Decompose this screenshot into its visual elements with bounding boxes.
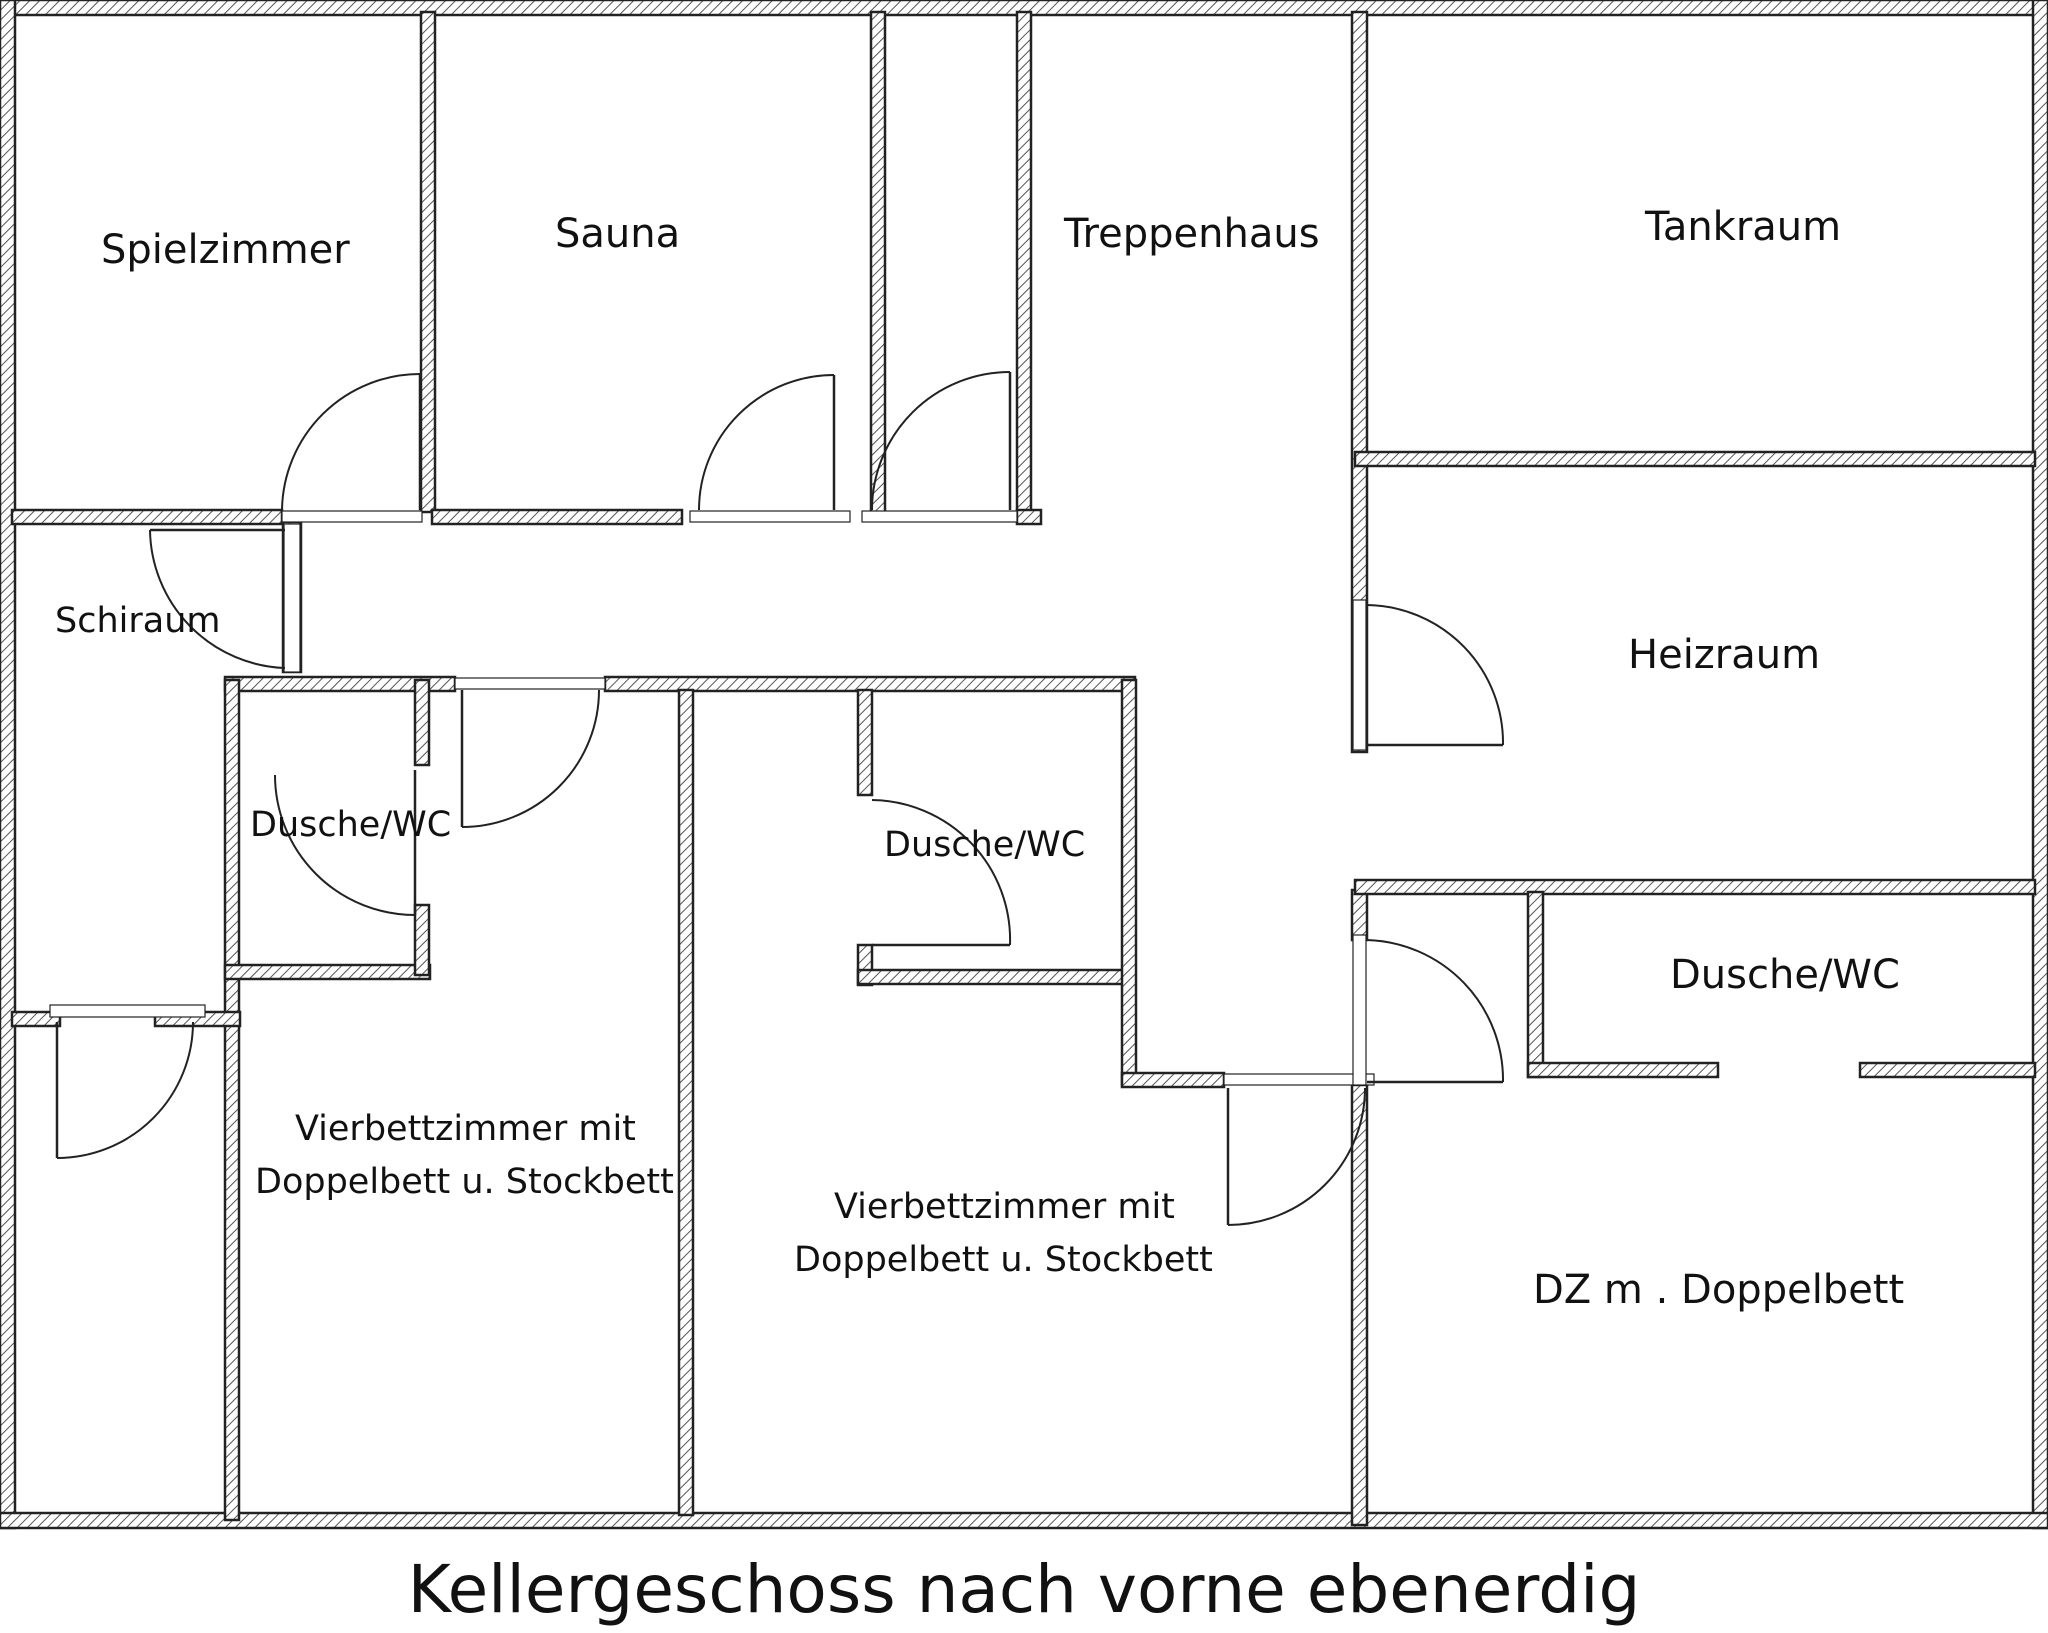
- outer-walls: [0, 0, 2048, 1530]
- wall-treppenhaus-right: [1350, 10, 1369, 754]
- wall-dz-left: [1350, 1083, 1369, 1527]
- wall-schiraum-bottom-left: [10, 1010, 62, 1028]
- wall-right-bath-left: [1526, 890, 1545, 1079]
- wall-right-bath-bottom-left: [1526, 1061, 1720, 1079]
- wall-left-bath-left: [223, 678, 241, 1522]
- plan-title: Kellergeschoss nach vorne ebenerdig: [408, 1551, 1641, 1628]
- wall-closet-treppenhaus: [1015, 10, 1033, 524]
- label-dz: DZ m . Doppelbett: [1533, 1267, 1904, 1313]
- wall-treppenhaus-right-lower: [1350, 888, 1369, 942]
- label-dusche-wc-2: Dusche/WC: [884, 825, 1085, 865]
- door-dusche-wc-1: [274, 770, 417, 916]
- door-sauna: [698, 374, 836, 511]
- door-schiraum-entry: [55, 1021, 194, 1159]
- door-vierbett-1: [460, 689, 600, 828]
- label-vierbett-1-line2: Doppelbett u. Stockbett: [255, 1162, 674, 1202]
- label-spielzimmer: Spielzimmer: [101, 227, 350, 273]
- wall-mid-notch: [1120, 1071, 1226, 1089]
- door-spielzimmer: [281, 373, 422, 511]
- threshold-closet: [861, 510, 1018, 523]
- label-tankraum: Tankraum: [1644, 204, 1841, 250]
- door-schiraum: [149, 528, 286, 669]
- door-dusche-wc-2: [871, 799, 1012, 947]
- doors: [55, 371, 1505, 1226]
- label-vierbett-1-line1: Vierbettzimmer mit: [295, 1109, 636, 1149]
- label-vierbett-2-line1: Vierbettzimmer mit: [834, 1187, 1175, 1227]
- label-heizraum: Heizraum: [1628, 632, 1820, 678]
- label-dusche-wc-3: Dusche/WC: [1670, 952, 1900, 998]
- threshold-schiraum-entry: [49, 1004, 206, 1018]
- threshold-sauna: [689, 510, 851, 523]
- wall-mid-bath-right: [1120, 678, 1138, 1087]
- wall-heizraum-bottom: [1353, 878, 2037, 896]
- outer-wall-bottom: [0, 1511, 2048, 1530]
- threshold-heizraum: [1352, 599, 1367, 751]
- threshold-vierbett-1: [454, 677, 606, 690]
- label-sauna: Sauna: [555, 211, 680, 257]
- door-closet: [871, 371, 1012, 511]
- threshold-vierbett-2: [1223, 1073, 1375, 1086]
- label-dusche-wc-1: Dusche/WC: [250, 805, 451, 845]
- wall-left-bath-right-lower: [413, 903, 431, 977]
- wall-left-bath-bottom: [223, 963, 432, 981]
- wall-tankraum-heizraum: [1353, 450, 2037, 468]
- wall-top-rooms-bottom-1: [10, 508, 284, 526]
- wall-mid-bath-left-upper: [856, 688, 874, 797]
- outer-wall-right: [2031, 0, 2048, 1530]
- threshold-dz: [1352, 934, 1367, 1086]
- wall-spielzimmer-sauna: [419, 10, 437, 514]
- wall-left-bath-right-upper: [413, 678, 431, 767]
- label-vierbett-2-line2: Doppelbett u. Stockbett: [794, 1240, 1213, 1280]
- door-vierbett-2: [1226, 1087, 1366, 1226]
- wall-right-bath-bottom-right: [1858, 1061, 2037, 1079]
- wall-mid-bath-bottom: [856, 968, 1135, 986]
- outer-wall-left: [0, 0, 17, 1530]
- wall-sauna-closet: [869, 10, 887, 514]
- wall-between-vierbett: [677, 688, 695, 1517]
- door-thresholds: [49, 510, 1375, 1086]
- label-treppenhaus: Treppenhaus: [1063, 211, 1320, 257]
- threshold-spielzimmer: [281, 510, 423, 523]
- door-heizraum: [1366, 604, 1505, 747]
- door-dz: [1366, 939, 1505, 1084]
- label-schiraum: Schiraum: [55, 601, 220, 641]
- room-labels: Spielzimmer Sauna Treppenhaus Tankraum S…: [55, 204, 1904, 1313]
- interior-walls: [10, 10, 2037, 1527]
- threshold-schiraum-inner: [283, 523, 301, 673]
- wall-top-rooms-bottom-3: [1015, 508, 1043, 526]
- wall-top-rooms-bottom-2: [430, 508, 684, 526]
